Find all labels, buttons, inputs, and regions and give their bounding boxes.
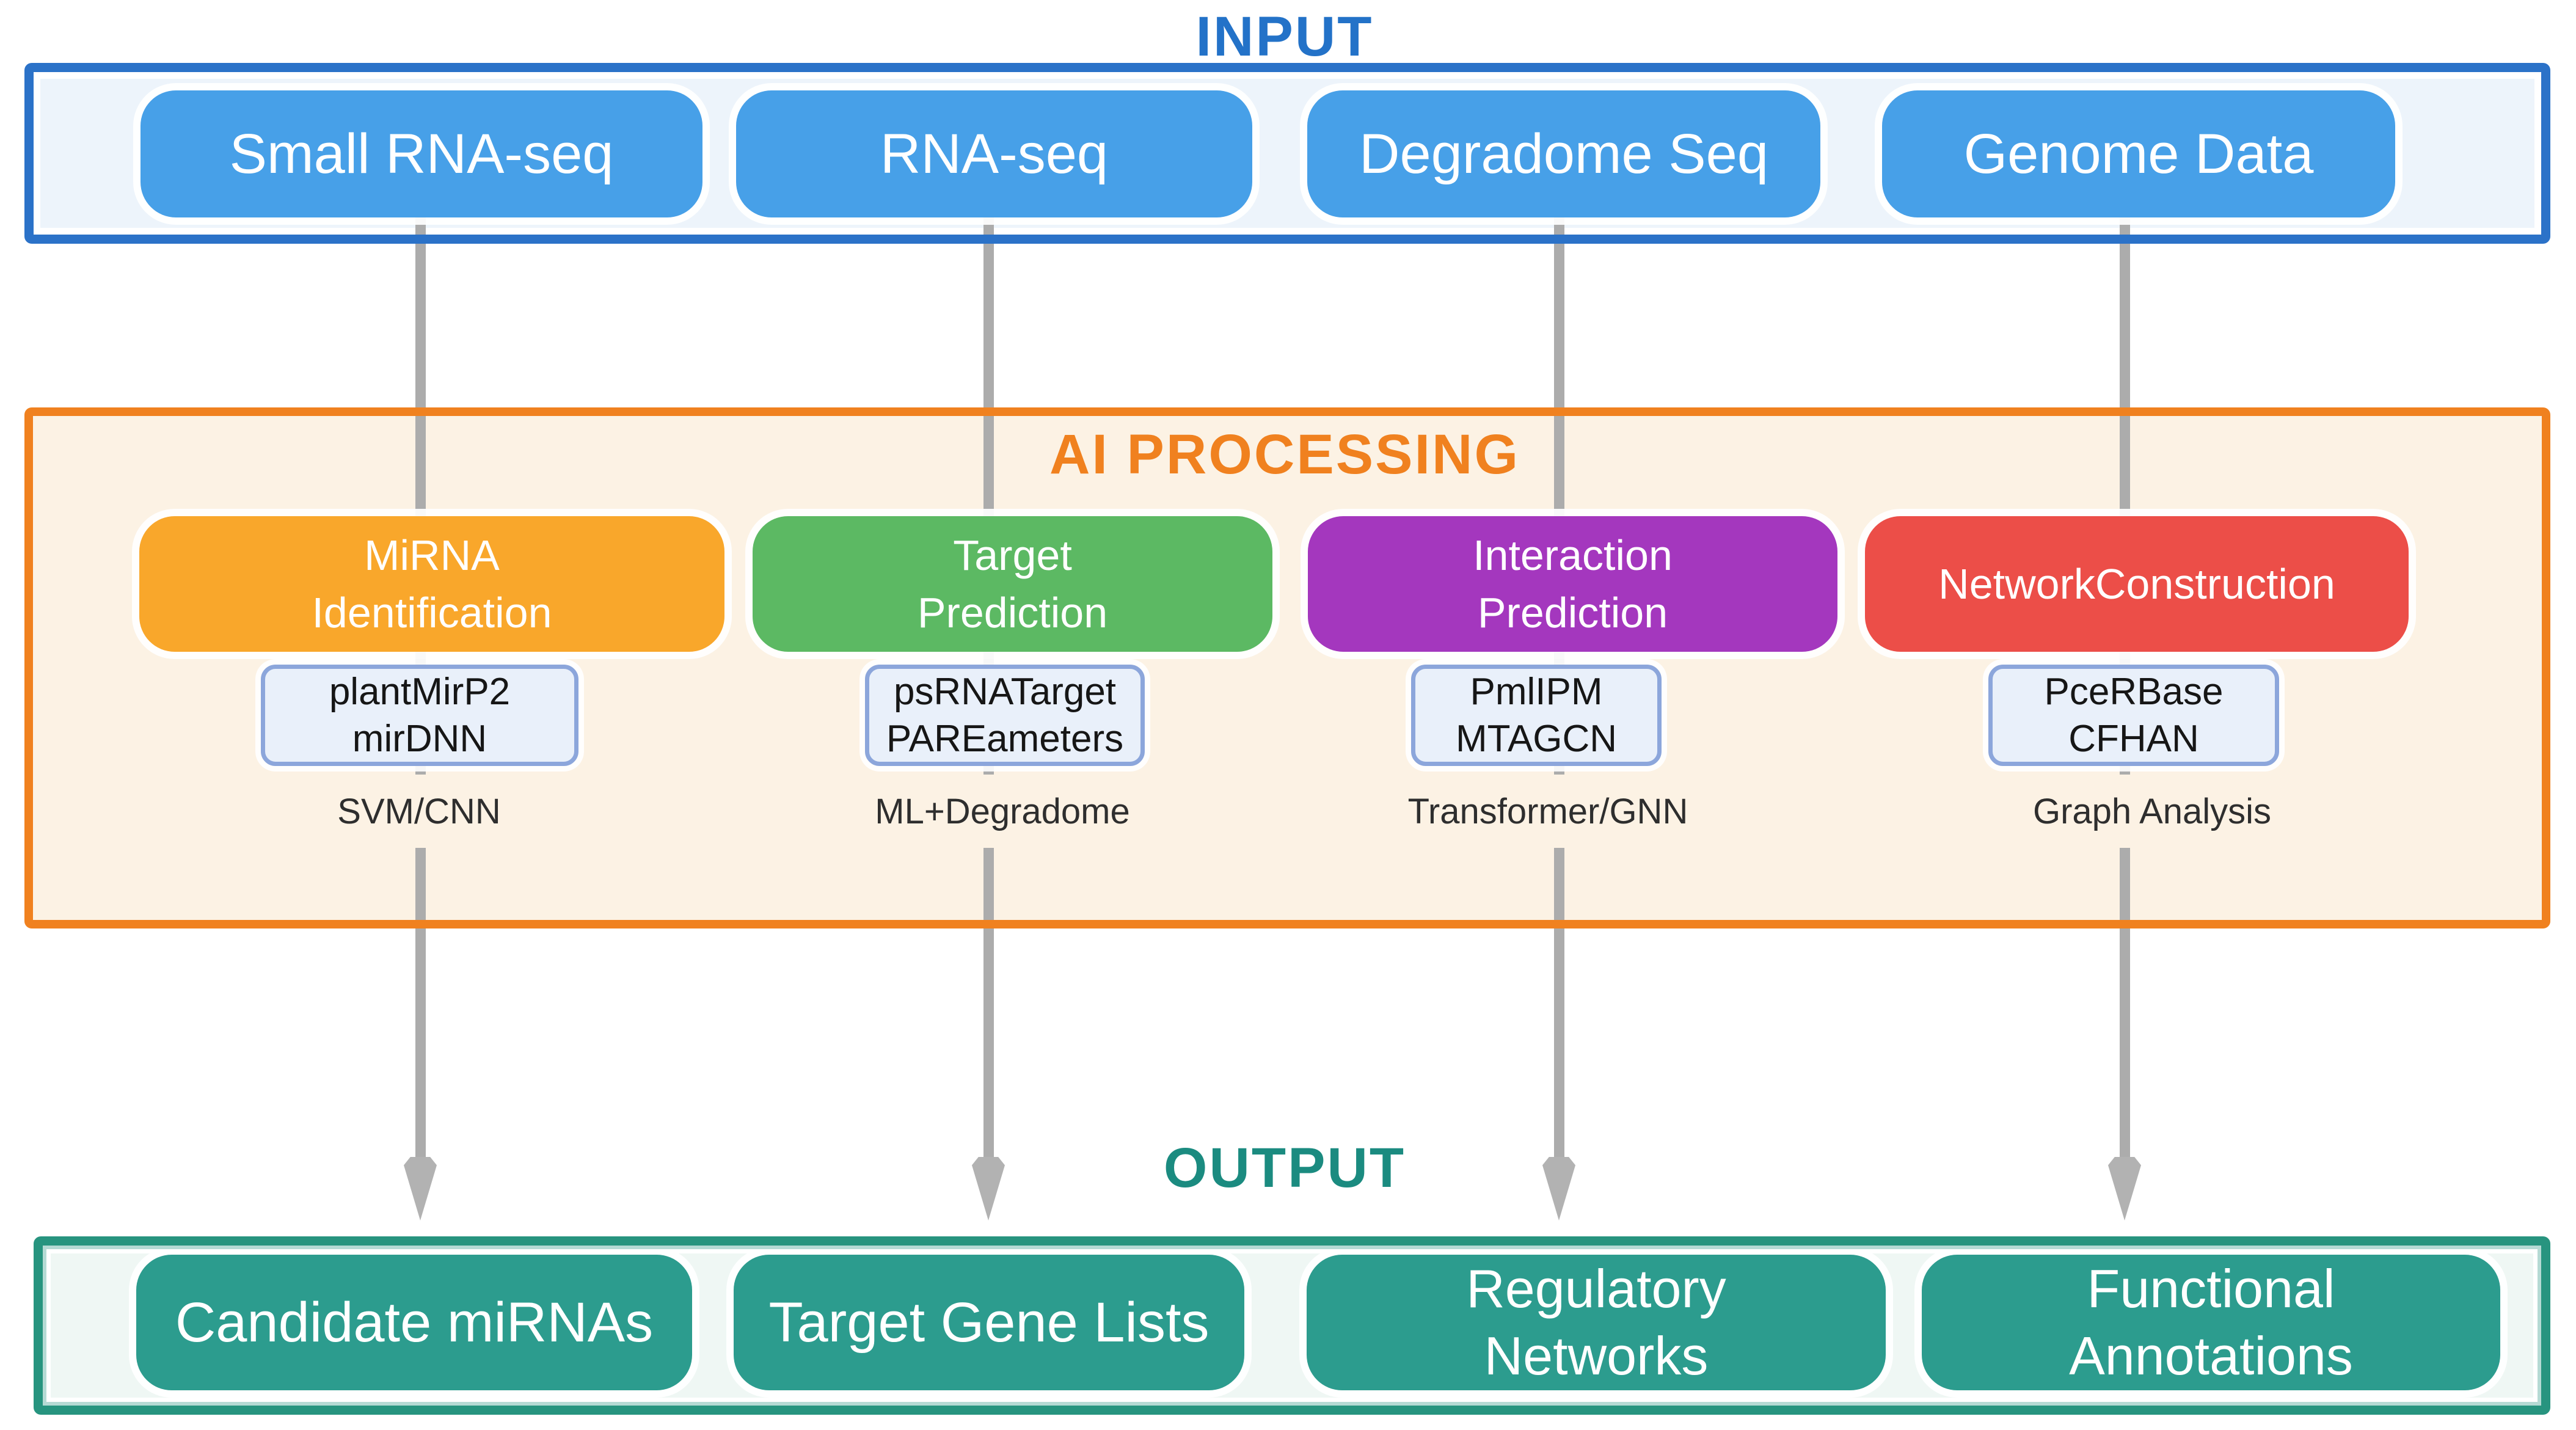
arrow-down-icon-2 (972, 1157, 1005, 1220)
processing-node-mirna-identification: MiRNA Identification (139, 516, 724, 652)
tool-box-label: PceRBase CFHAN (2044, 671, 2224, 760)
input-node-genome-data: Genome Data (1882, 90, 2395, 217)
input-node-rna-seq: RNA-seq (736, 90, 1252, 217)
input-node-degradome-seq: Degradome Seq (1307, 90, 1820, 217)
method-label-transformer-gnn: Transformer/GNN (1387, 775, 1709, 848)
method-label-svm-cnn: SVM/CNN (316, 775, 522, 848)
input-section-title: INPUT (1195, 5, 1374, 68)
arrow-down-icon-1 (404, 1157, 437, 1220)
tool-box-target-prediction: psRNATarget PAREameters (865, 665, 1145, 766)
method-label-graph-analysis: Graph Analysis (2012, 775, 2293, 848)
input-node-label: Degradome Seq (1359, 122, 1768, 185)
arrow-down-icon-4 (2108, 1157, 2141, 1220)
output-node-label: Candidate miRNAs (175, 1291, 654, 1354)
arrow-down-icon-3 (1542, 1157, 1575, 1220)
processing-node-label: NetworkConstruction (1938, 560, 2335, 608)
tool-box-label: plantMirP2 mirDNN (329, 671, 511, 760)
processing-section-title: AI PROCESSING (1049, 423, 1520, 486)
method-label-ml-degradome: ML+Degradome (854, 775, 1151, 848)
tool-box-interaction-prediction: PmlIPM MTAGCN (1411, 665, 1662, 766)
input-node-label: RNA-seq (880, 122, 1109, 185)
tool-box-label: PmlIPM MTAGCN (1455, 671, 1618, 760)
processing-node-target-prediction: Target Prediction (753, 516, 1272, 652)
processing-node-label: Target Prediction (917, 531, 1108, 637)
output-section-title: OUTPUT (1163, 1137, 1406, 1199)
processing-node-interaction-prediction: Interaction Prediction (1308, 516, 1837, 652)
output-node-label: Target Gene Lists (768, 1291, 1210, 1354)
input-node-label: Genome Data (1963, 122, 2314, 185)
tool-box-label: psRNATarget PAREameters (886, 671, 1124, 760)
output-node-label: Functional Annotations (2069, 1258, 2353, 1386)
processing-node-label: MiRNA Identification (312, 531, 552, 637)
processing-node-label: Interaction Prediction (1473, 531, 1673, 637)
input-node-small-rna-seq: Small RNA-seq (140, 90, 702, 217)
tool-box-mirna-identification: plantMirP2 mirDNN (261, 665, 578, 766)
output-node-regulatory-networks: Regulatory Networks (1307, 1255, 1886, 1390)
input-node-label: Small RNA-seq (229, 122, 614, 185)
output-node-candidate-mirnas: Candidate miRNAs (136, 1255, 692, 1390)
output-node-label: Regulatory Networks (1466, 1258, 1726, 1386)
processing-node-network-construction: NetworkConstruction (1865, 516, 2409, 652)
tool-box-network-construction: PceRBase CFHAN (1988, 665, 2279, 766)
output-node-functional-annotations: Functional Annotations (1922, 1255, 2500, 1390)
output-node-target-gene-lists: Target Gene Lists (734, 1255, 1244, 1390)
